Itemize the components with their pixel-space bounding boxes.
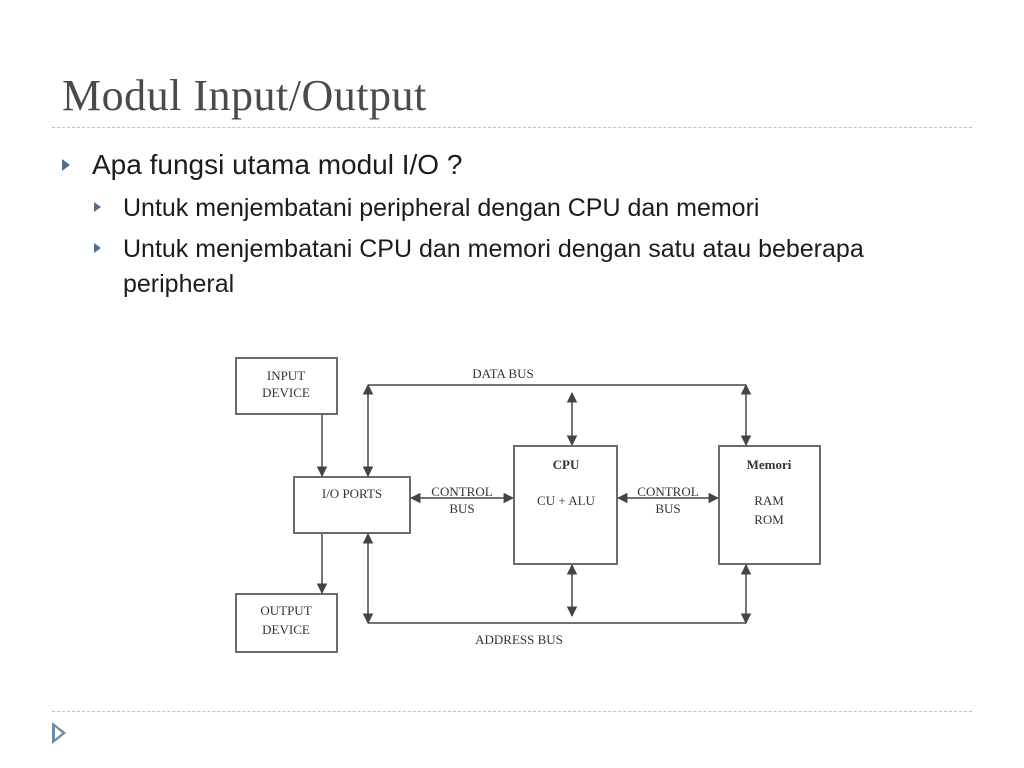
input-device-label: INPUT bbox=[267, 368, 305, 383]
footer-divider bbox=[52, 711, 972, 712]
sub-bullet-item: Untuk menjembatani peripheral dengan CPU… bbox=[94, 191, 962, 226]
cpu-body: CU + ALU bbox=[537, 493, 596, 508]
control-bus-label: BUS bbox=[449, 501, 474, 516]
output-device-label: DEVICE bbox=[262, 622, 310, 637]
output-device-box bbox=[235, 593, 338, 653]
io-block-diagram: INPUT DEVICE I/O PORTS OUTPUT DEVICE CPU… bbox=[228, 348, 828, 660]
title-divider bbox=[52, 127, 972, 128]
control-bus-label: BUS bbox=[655, 501, 680, 516]
cpu-box bbox=[513, 445, 618, 565]
memory-line: RAM bbox=[754, 493, 784, 508]
bullet-arrow-icon bbox=[62, 159, 70, 171]
memory-box bbox=[718, 445, 821, 565]
io-ports-box bbox=[293, 476, 411, 534]
next-slide-icon[interactable] bbox=[52, 722, 66, 744]
control-bus-label: CONTROL bbox=[431, 484, 492, 499]
input-device-label: DEVICE bbox=[262, 385, 310, 400]
output-device-label: OUTPUT bbox=[260, 603, 311, 618]
data-bus-label: DATA BUS bbox=[472, 366, 533, 381]
slide-title: Modul Input/Output bbox=[62, 71, 427, 120]
bullet-text: Apa fungsi utama modul I/O ? bbox=[92, 149, 463, 180]
sub-bullet-text: Untuk menjembatani peripheral dengan CPU… bbox=[123, 194, 760, 222]
sub-bullet-text: Untuk menjembatani CPU dan memori dengan… bbox=[123, 235, 864, 298]
bullet-arrow-icon bbox=[94, 202, 101, 212]
input-device-box bbox=[235, 357, 338, 415]
control-bus-label: CONTROL bbox=[637, 484, 698, 499]
address-bus-label: ADDRESS BUS bbox=[475, 632, 563, 647]
sub-bullet-item: Untuk menjembatani CPU dan memori dengan… bbox=[94, 232, 962, 302]
memory-line: ROM bbox=[754, 512, 784, 527]
bullet-item: Apa fungsi utama modul I/O ? bbox=[62, 145, 962, 185]
memory-title: Memori bbox=[747, 457, 792, 472]
bullet-arrow-icon bbox=[94, 243, 101, 253]
cpu-title: CPU bbox=[553, 457, 580, 472]
io-ports-label: I/O PORTS bbox=[322, 486, 382, 501]
bullet-list: Apa fungsi utama modul I/O ? Untuk menje… bbox=[62, 145, 962, 302]
